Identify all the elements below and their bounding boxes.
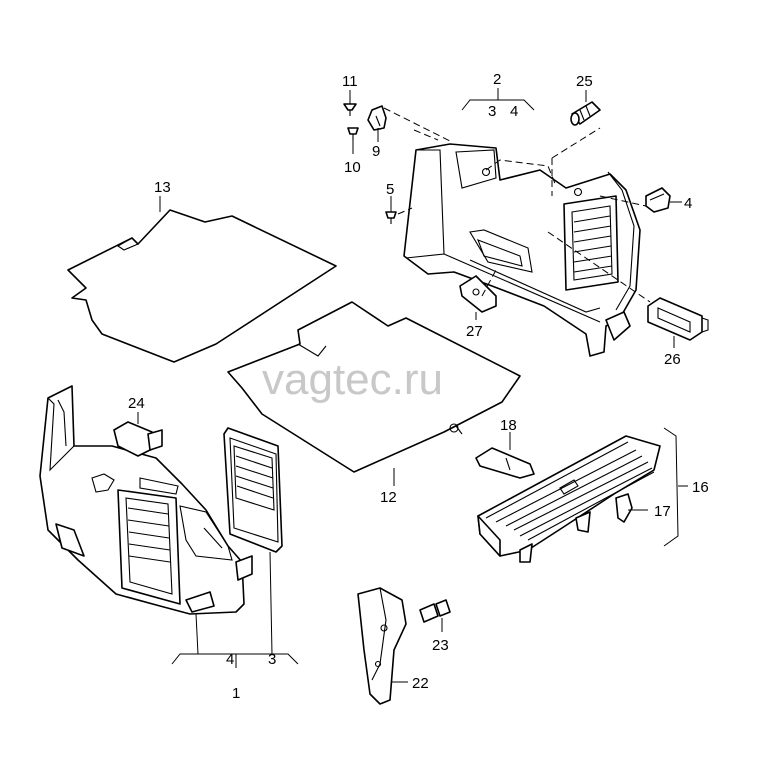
label-18: 18: [500, 417, 517, 434]
part-9-clip[interactable]: [367, 105, 387, 131]
label-23: 23: [432, 637, 449, 654]
label-4-bottom: 4: [226, 651, 234, 668]
label-4-right: 4: [684, 195, 692, 212]
label-13: 13: [154, 179, 171, 196]
label-16: 16: [692, 479, 709, 496]
part-3-vent-cover[interactable]: [223, 427, 283, 553]
part-17-clip[interactable]: [615, 493, 633, 523]
label-1: 1: [232, 685, 240, 702]
label-26: 26: [664, 351, 681, 368]
part-11-screw[interactable]: [343, 103, 357, 116]
label-12: 12: [380, 489, 397, 506]
label-11: 11: [342, 73, 358, 90]
label-17: 17: [654, 503, 671, 520]
label-3-top: 3: [488, 103, 496, 120]
part-25-socket[interactable]: [570, 101, 601, 126]
part-26-lamp[interactable]: [647, 297, 709, 341]
part-1-left-side-trim[interactable]: [39, 385, 253, 615]
label-9: 9: [372, 143, 380, 160]
label-10: 10: [344, 159, 361, 176]
assembly-lines: [383, 107, 651, 303]
label-22: 22: [412, 675, 429, 692]
part-10-rivet[interactable]: [347, 127, 359, 140]
part-23-fastener[interactable]: [419, 599, 451, 623]
label-2: 2: [493, 71, 501, 88]
part-labels: 13 11 9 10 5 2 3 4 25 4 27 26 24 18 12 1…: [128, 71, 709, 702]
leader-lines: [137, 88, 688, 683]
part-12-floor-cover[interactable]: [227, 301, 521, 473]
part-24-lamp[interactable]: [113, 421, 163, 457]
label-24: 24: [128, 395, 145, 412]
part-5-screw[interactable]: [385, 211, 397, 224]
part-2-right-side-trim[interactable]: [403, 143, 641, 357]
part-13-floor-mat[interactable]: [67, 209, 337, 363]
label-3-bottom: 3: [268, 651, 276, 668]
part-16-loading-sill[interactable]: [477, 435, 661, 563]
label-4-top: 4: [510, 103, 518, 120]
part-27-bracket[interactable]: [459, 275, 497, 313]
part-22-pillar-trim[interactable]: [357, 587, 407, 705]
label-27: 27: [466, 323, 483, 340]
part-4-right-clip[interactable]: [645, 187, 671, 213]
label-25: 25: [576, 73, 593, 90]
part-18-clip[interactable]: [475, 447, 535, 479]
watermark: vagtec.ru: [262, 355, 443, 404]
label-5: 5: [386, 181, 394, 198]
